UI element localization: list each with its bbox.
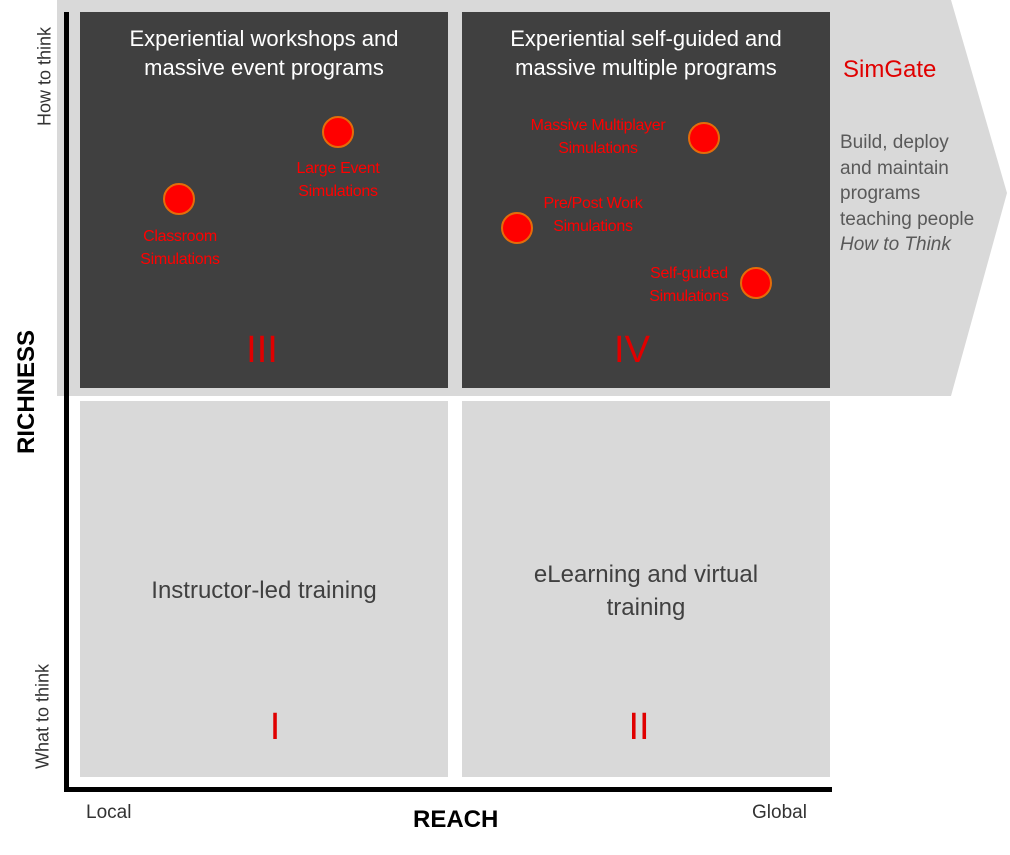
sidebar-line-3: programs	[840, 183, 921, 204]
sidebar-line-4: teaching people	[840, 208, 975, 230]
classroom-simulations-label-line2: Simulations	[140, 251, 220, 268]
brand-name: SimGate	[843, 56, 937, 83]
large-event-simulations-label: Large Event Simulations	[248, 157, 428, 203]
x-axis-left-label: Local	[86, 802, 132, 823]
quadrant-iii-title-line2: massive event programs	[144, 55, 384, 80]
quadrant-iii-title: Experiential workshops and massive event…	[80, 24, 448, 82]
pre-post-work-label-line1: Pre/Post Work	[543, 195, 643, 212]
pre-post-work-simulations-label: Pre/Post Work Simulations	[503, 192, 683, 238]
y-axis-line	[64, 12, 69, 792]
sidebar-description: Build, deploy and maintain programs teac…	[840, 130, 1010, 258]
x-axis-right-label: Global	[752, 802, 807, 823]
quadrant-iv-title-line1: Experiential self-guided and	[510, 26, 782, 51]
quadrant-iv-title-line2: massive multiple programs	[515, 55, 777, 80]
quadrant-i-numeral: I	[269, 706, 281, 748]
self-guided-simulations-label: Self-guided Simulations	[599, 262, 779, 308]
sidebar-line-1: Build, deploy	[840, 132, 949, 153]
quadrant-iii-title-line1: Experiential workshops and	[129, 26, 399, 51]
large-event-simulations-dot	[322, 116, 354, 148]
massive-multiplayer-simulations-label: Massive Multiplayer Simulations	[508, 114, 688, 160]
quadrant-ii-numeral: II	[628, 706, 650, 748]
quadrant-ii-title-line2: training	[606, 594, 686, 621]
large-event-simulations-label-line2: Simulations	[298, 183, 378, 200]
classroom-simulations-label-line1: Classroom	[143, 228, 217, 245]
pre-post-work-simulations-dot	[501, 212, 533, 244]
massive-multiplayer-label-line2: Simulations	[558, 140, 638, 157]
y-axis-top-label: How to think	[34, 26, 55, 127]
quadrant-ii-title-line1: eLearning and virtual	[533, 561, 759, 588]
quadrant-iii: Experiential workshops and massive event…	[80, 12, 448, 388]
sidebar-emphasis: How to Think	[840, 234, 951, 255]
quadrant-iv: Experiential self-guided and massive mul…	[462, 12, 830, 388]
quadrant-iv-numeral: IV	[614, 329, 650, 371]
x-axis-line	[64, 787, 832, 792]
x-axis-title: REACH	[413, 806, 499, 833]
massive-multiplayer-label-line1: Massive Multiplayer	[530, 117, 666, 134]
quadrant-iv-title: Experiential self-guided and massive mul…	[462, 24, 830, 82]
classroom-simulations-label: Classroom Simulations	[90, 225, 270, 271]
y-axis-title: RICHNESS	[13, 329, 40, 454]
self-guided-label-line1: Self-guided	[650, 265, 728, 282]
pre-post-work-label-line2: Simulations	[553, 218, 633, 235]
large-event-simulations-label-line1: Large Event	[296, 160, 380, 177]
self-guided-simulations-dot	[740, 267, 772, 299]
quadrant-ii-title: eLearning and virtual training	[462, 558, 830, 624]
sidebar-line-2: and maintain	[840, 157, 949, 179]
quadrant-i-title: Instructor-led training	[151, 577, 377, 604]
quadrant-i: Instructor-led training I	[80, 401, 448, 777]
classroom-simulations-dot	[163, 183, 195, 215]
self-guided-label-line2: Simulations	[649, 288, 729, 305]
quadrant-iii-numeral: III	[246, 329, 278, 371]
massive-multiplayer-simulations-dot	[688, 122, 720, 154]
y-axis-bottom-label: What to think	[32, 663, 53, 770]
quadrant-ii: eLearning and virtual training II	[462, 401, 830, 777]
